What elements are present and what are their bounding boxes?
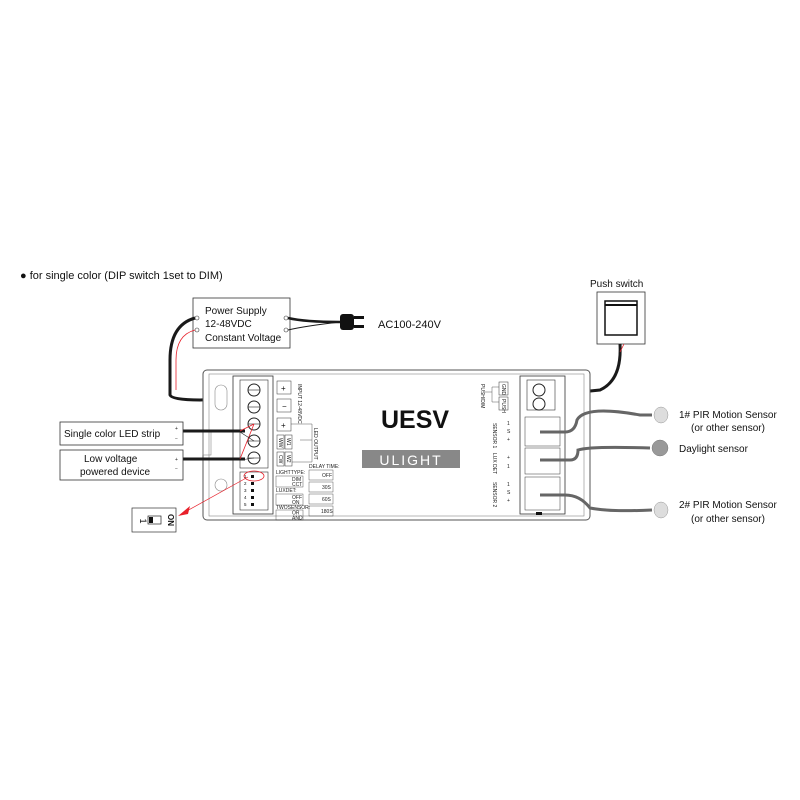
sensor-1-line-2: (or other sensor) [691,423,765,434]
light-type-title: LIGHTTYPE: [276,470,305,476]
port-label-luxdet: LUX DET [491,453,497,474]
luxdet-off: OFF [292,495,302,501]
delay-off: OFF [322,473,332,479]
load-device-line-1: Low voltage [84,454,138,465]
luxdet-title: LUXDET: [276,488,297,494]
brand-name: ULIGHT [379,452,442,468]
light-type-dim: DIM [292,477,301,483]
delay-30s: 30S [322,485,332,491]
luxdet-on: ON [292,500,300,506]
dip-table: LIGHTTYPE: DIM CCT LUXDET: OFF ON TWOSEN… [275,464,340,522]
push-switch [596,291,646,345]
power-supply: Power Supply 12-48VDC Constant Voltage [192,297,291,349]
sensor-cables [540,409,653,513]
sensor2-pin-s: S [507,490,511,496]
label-ww: WW [277,438,283,448]
led-strip-pin-plus: + [175,426,178,432]
port-label-sensor2: SENSOR 2 [491,482,497,508]
model-name: UESV [381,406,449,434]
dip-num-4: 4 [244,495,247,500]
controller: 1 2 3 4 5 + − + W1 W2 WW CW INPUT 12-48V… [202,369,591,522]
sensor-port-labels: SENSOR 1 1 S + LUX DET + 1 SENSOR 2 1 S … [491,421,511,508]
ac-label: AC100-240V [378,319,442,331]
sensor1-pin-1: 1 [507,421,510,427]
luxdet-pin-1: 1 [507,464,510,470]
dip-num-5: 5 [244,502,247,507]
terminal-label-plus: + [281,384,286,393]
sensor1-pin-s: S [507,429,511,435]
terminal-gnd: GND [500,384,506,396]
load-device-line-2: powered device [80,467,150,478]
sensor-2-line-1: Daylight sensor [679,444,749,455]
push-switch-label: Push switch [590,279,643,290]
sensor1-pin-plus: + [507,437,510,443]
led-output-label: LED OUTPUT [312,428,318,460]
brand-logo: ULIGHT [362,450,460,468]
terminal-label-w2: W2 [285,455,291,463]
twosensor-or: OR [292,511,300,517]
dip-num-3: 3 [244,488,247,493]
sensor-daylight: Daylight sensor [651,439,749,457]
sensor-pir-1: 1# PIR Motion Sensor (or other sensor) [653,406,777,434]
power-supply-line-1: Power Supply [205,306,267,317]
led-strip-pin-minus: − [175,436,178,442]
delay-60s: 60S [322,497,332,503]
sensor-pir-2: 2# PIR Motion Sensor (or other sensor) [653,500,777,525]
terminal-label-minus: − [282,402,287,411]
device-pin-minus: − [175,466,178,472]
light-type-cct: CCT [292,482,302,488]
device-pin-plus: + [175,457,178,463]
power-supply-line-3: Constant Voltage [205,333,282,344]
load-led-strip: Single color LED strip + − [59,421,184,446]
sensor2-pin-1: 1 [507,482,510,488]
load-led-strip-label: Single color LED strip [64,429,161,440]
sensor-3-line-1: 2# PIR Motion Sensor [679,500,777,511]
twosensor-title: TWOSENSOR: [276,505,310,511]
dip-num-1: 1 [244,474,247,479]
power-supply-line-2: 12-48VDC [205,319,252,330]
load-low-voltage-device: Low voltage powered device + − [59,449,184,481]
sensor-3-line-2: (or other sensor) [691,514,765,525]
delay-title: DELAY TIME: [309,464,340,470]
port-label-sensor1: SENSOR 1 [491,423,497,449]
twosensor-and: AND [292,516,303,522]
input-label: INPUT 12-48VDC [296,384,302,424]
caption: ● for single color (DIP switch 1set to D… [20,270,223,282]
sensor-1-line-1: 1# PIR Motion Sensor [679,410,777,421]
dip-callout: 1 ON [131,507,177,533]
dip-callout-state: ON [166,514,175,526]
terminal-label-w1: W1 [285,438,291,446]
luxdet-pin-plus: + [507,455,510,461]
label-cw: CW [277,455,283,464]
terminal-screws-left [247,383,261,465]
delay-180s: 180S [321,509,333,515]
dip-callout-number: 1 [138,518,148,523]
terminal-label-plus-out: + [281,421,286,430]
plug-icon [340,314,364,330]
push-dim-label: PUSH/DIM [479,384,485,408]
arrow-icon [178,506,190,516]
terminal-push: PUSH [500,399,506,413]
dip-num-2: 2 [244,481,247,486]
sensor2-pin-plus: + [507,498,510,504]
